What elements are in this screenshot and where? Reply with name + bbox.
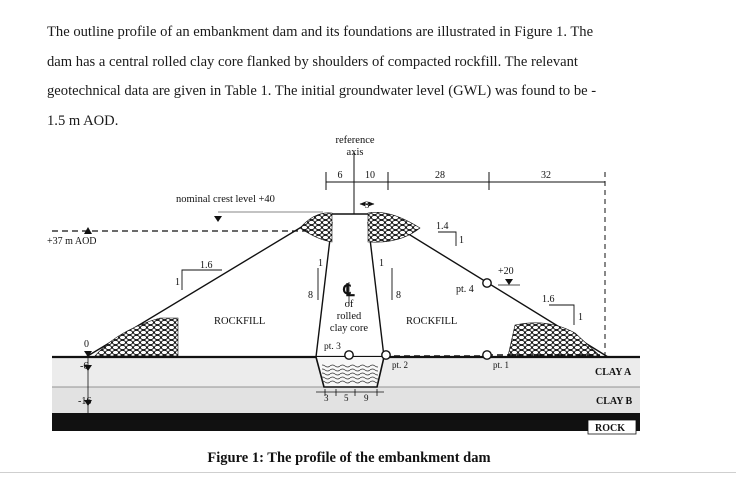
paragraph-line: dam has a central rolled clay core flank…: [47, 53, 578, 70]
rock-label-box: [587, 419, 637, 435]
crest-level-marker: [214, 216, 222, 222]
slope-left-v-label: 1: [175, 277, 180, 288]
slope-triangle-left: [181, 269, 222, 290]
core-slope-h-label: 1: [318, 258, 323, 269]
level-0-label: 0: [84, 339, 89, 350]
clay-core-outline: [315, 221, 385, 358]
slope-triangle-14: [438, 231, 457, 246]
core-slope-ticks: [317, 268, 393, 300]
crest-level-label: nominal crest level +40: [176, 194, 275, 205]
pt3-label: pt. 3: [324, 342, 341, 352]
level-20-label: +20: [498, 266, 514, 277]
water-level-marker: [84, 227, 92, 234]
slope-right-label: 1.6: [542, 294, 555, 305]
dim-3-label: 3: [365, 201, 370, 211]
core-8-left-label: 8: [308, 290, 313, 301]
core-rolled-label: rolled: [337, 311, 362, 322]
slope-right-v-label: 1: [578, 312, 583, 323]
embankment-outline: [85, 213, 609, 358]
reference-label: reference: [335, 135, 374, 146]
trench-hatch: [322, 364, 378, 384]
foot-5-label: 5: [344, 393, 349, 403]
level-20-marker: [505, 279, 513, 285]
core-clay-label: clay core: [330, 323, 369, 334]
rockfill-left-label: ROCKFILL: [214, 316, 265, 327]
clay-a-label: CLAY A: [595, 367, 632, 378]
slope-left-label: 1.6: [200, 260, 213, 271]
level-m6-label: -6: [80, 361, 88, 372]
slope-14-label: 1.4: [436, 221, 449, 232]
core-8-right-label: 8: [396, 290, 401, 301]
point-3-marker: [344, 350, 354, 360]
rock-layer: [52, 413, 640, 431]
riprap-toe-left: [94, 317, 179, 357]
intro-paragraph: The outline profile of an embankment dam…: [47, 18, 707, 136]
paragraph-line: 1.5 m AOD.: [47, 112, 119, 129]
paragraph-line: geotechnical data are given in Table 1. …: [47, 83, 597, 99]
point-2-marker: [381, 350, 391, 360]
dim-28-label: 28: [435, 170, 445, 181]
rockfill-right-label: ROCKFILL: [406, 316, 457, 327]
foot-3-label: 3: [324, 393, 329, 403]
pt1-label: pt. 1: [493, 360, 509, 370]
bottom-divider: [0, 472, 736, 473]
slope-triangle-right: [549, 304, 575, 325]
riprap-crest-left: [299, 212, 333, 243]
riprap-crest-right: [367, 212, 421, 243]
point-1-marker: [482, 350, 492, 360]
rock-label: ROCK: [595, 423, 625, 434]
core-1-right-label: 1: [379, 258, 384, 269]
clay-b-label: CLAY B: [596, 396, 633, 407]
figure-caption: Figure 1: The profile of the embankment …: [207, 450, 491, 466]
point-4-marker: [482, 278, 492, 288]
paragraph-line: The outline profile of an embankment dam…: [47, 24, 594, 40]
axis-label: axis: [347, 147, 364, 158]
dim-32-label: 32: [541, 170, 551, 181]
slope-14-v-label: 1: [459, 235, 464, 246]
centre-line-symbol: ℄: [343, 281, 356, 300]
dim-6-label: 6: [338, 170, 343, 181]
phreatic-line: [384, 354, 600, 357]
clay-b-layer: [52, 387, 640, 413]
level-m16-label: -16: [78, 396, 91, 407]
riprap-toe-right: [507, 322, 601, 357]
level-37-label: +37 m AOD: [47, 236, 97, 247]
foot-9-label: 9: [364, 393, 369, 403]
dim-10-label: 10: [365, 170, 375, 181]
pt2-label: pt. 2: [392, 360, 408, 370]
pt4-label: pt. 4: [456, 284, 474, 295]
core-of-label: of: [345, 299, 354, 310]
